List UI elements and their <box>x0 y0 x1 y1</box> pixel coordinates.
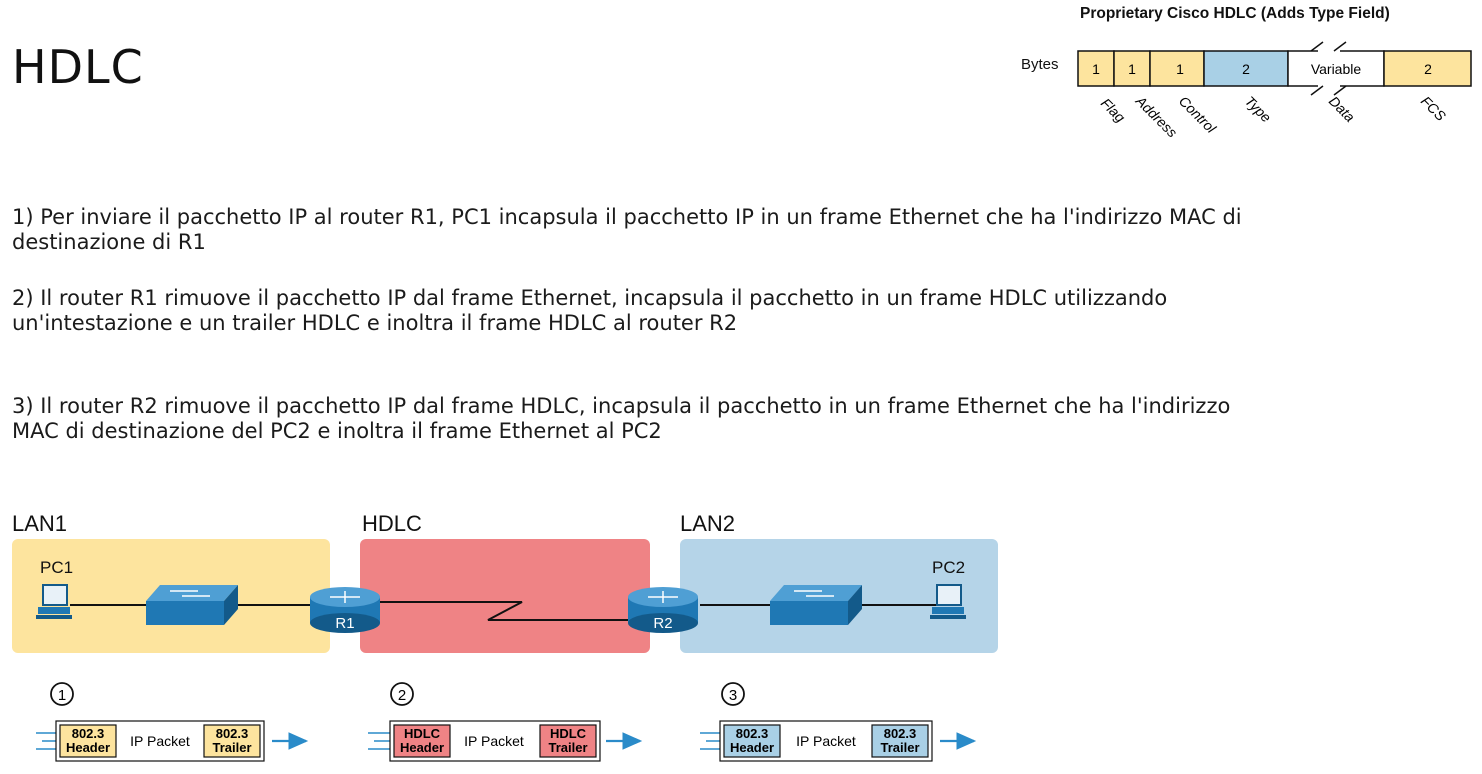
step-1-trailer-line2: Trailer <box>212 740 251 755</box>
field-size: 1 <box>1128 61 1136 77</box>
step-1-trailer-line1: 802.3 <box>216 726 249 741</box>
step-2-frame: 2 HDLC Header IP Packet HDLC Trailer <box>368 682 643 762</box>
hdlc-frame-format-diagram: Proprietary Cisco HDLC (Adds Type Field)… <box>1021 5 1472 140</box>
step-2-header-line2: Header <box>400 740 444 755</box>
paragraph-step-3: 3) Il router R2 rimuove il pacchetto IP … <box>12 394 1231 443</box>
step-3-header-line1: 802.3 <box>736 726 769 741</box>
frame-format-title: Proprietary Cisco HDLC (Adds Type Field) <box>1080 5 1390 22</box>
router-r2-label: R2 <box>653 615 672 632</box>
field-name: Type <box>1242 93 1275 126</box>
step-1-header-line1: 802.3 <box>72 726 105 741</box>
step-1-packet: IP Packet <box>130 733 190 749</box>
step-3-trailer-line1: 802.3 <box>884 726 917 741</box>
pc2-computer-icon <box>930 584 966 619</box>
router-r1-icon <box>310 587 380 633</box>
step-2-trailer-line2: Trailer <box>548 740 587 755</box>
frame-field-fcs: 2 FCS <box>1383 50 1472 125</box>
step-3-packet: IP Packet <box>796 733 856 749</box>
paragraph-step-1: 1) Per inviare il pacchetto IP al router… <box>12 205 1242 254</box>
paragraph-step-2: 2) Il router R1 rimuove il pacchetto IP … <box>12 286 1168 335</box>
pc2-label: PC2 <box>932 558 965 577</box>
field-name: Flag <box>1098 95 1129 126</box>
step-1-number: 1 <box>58 687 66 704</box>
step-2-trailer-line1: HDLC <box>550 726 587 741</box>
field-size: 2 <box>1424 61 1432 77</box>
step-3-trailer-line2: Trailer <box>880 740 919 755</box>
field-size: 2 <box>1242 61 1250 77</box>
step-2-number: 2 <box>398 687 406 704</box>
router-r2-icon <box>628 587 698 633</box>
network-topology-diagram: LAN1 HDLC LAN2 PC1 R1 R2 <box>12 511 998 762</box>
field-name: Data <box>1326 93 1358 125</box>
router-r1-label: R1 <box>335 615 354 632</box>
pc1-computer-icon <box>36 584 72 619</box>
step-3-frame: 3 802.3 Header IP Packet 802.3 Trailer <box>700 682 977 762</box>
step-2-header-line1: HDLC <box>404 726 441 741</box>
field-size: 1 <box>1092 61 1100 77</box>
step-2-packet: IP Packet <box>464 733 524 749</box>
step-1-header-line2: Header <box>66 740 110 755</box>
zone-label-lan1: LAN1 <box>12 511 67 536</box>
field-name: Control <box>1176 93 1220 137</box>
frame-field-data: Variable Data <box>1287 41 1385 125</box>
slide-title: HDLC <box>12 40 144 94</box>
zone-hdlc <box>360 539 650 653</box>
serial-link-r1-r2 <box>380 601 630 621</box>
pc1-label: PC1 <box>40 558 73 577</box>
step-3-header-line2: Header <box>730 740 774 755</box>
switch-1-icon <box>146 585 238 625</box>
field-size: Variable <box>1311 61 1362 77</box>
frame-field-type: 2 Type <box>1203 50 1289 126</box>
zone-label-hdlc: HDLC <box>362 511 422 536</box>
bytes-label: Bytes <box>1021 56 1059 73</box>
field-name: Address <box>1132 92 1180 140</box>
zone-label-lan2: LAN2 <box>680 511 735 536</box>
step-3-number: 3 <box>729 687 737 704</box>
field-name: FCS <box>1418 93 1450 125</box>
switch-2-icon <box>770 585 862 625</box>
step-1-frame: 1 802.3 Header IP Packet 802.3 Trailer <box>36 682 309 762</box>
field-size: 1 <box>1176 61 1184 77</box>
